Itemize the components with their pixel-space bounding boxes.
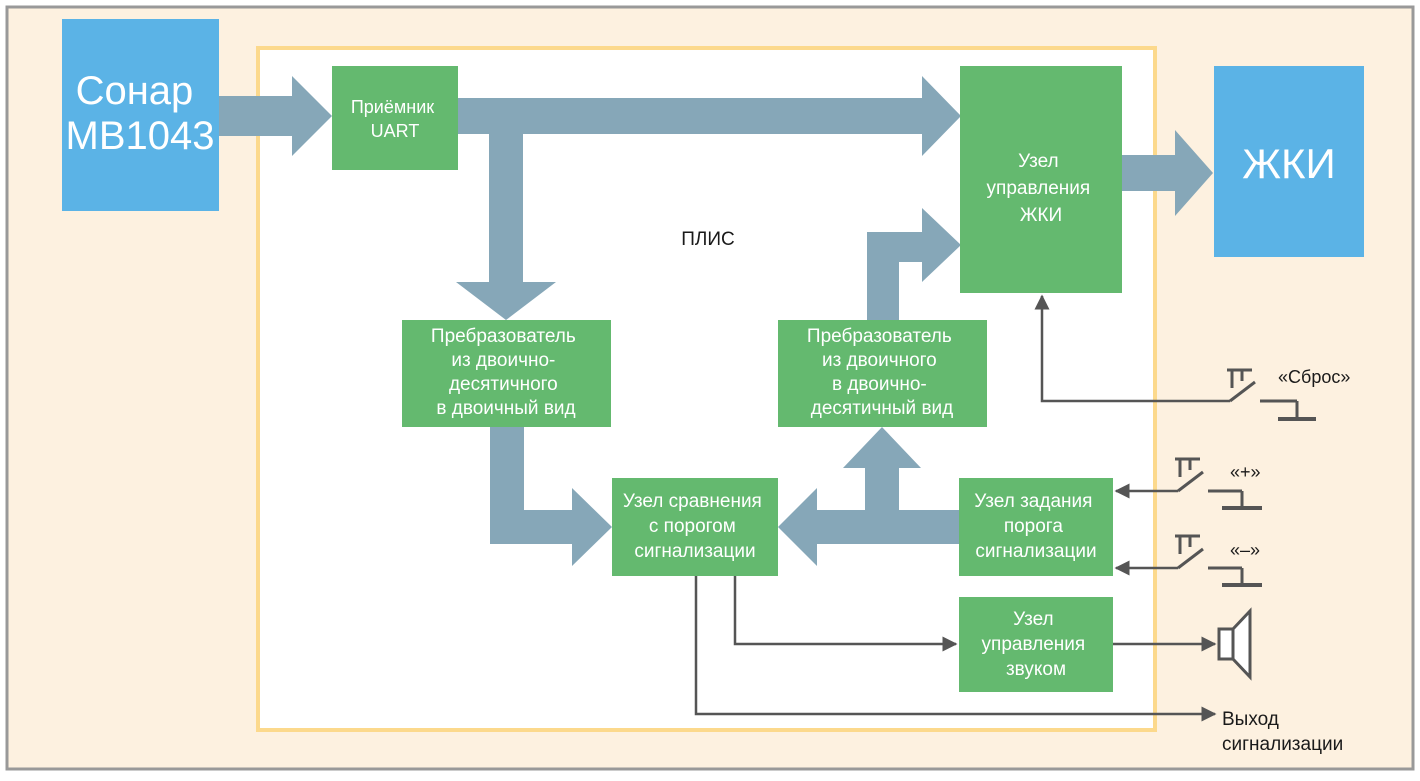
plus-button-label: «+» xyxy=(1230,462,1261,482)
alarm-output-label: Выход сигнализации xyxy=(1222,709,1343,755)
bus-arrow-bin-converter-to-lcd-ctrl xyxy=(867,208,961,321)
reset-button-icon xyxy=(1227,368,1316,421)
sound-control-label: Узел управления звуком xyxy=(982,609,1091,680)
binary-to-bcd-converter-block xyxy=(778,320,987,427)
minus-button-label: «–» xyxy=(1230,540,1260,560)
bus-arrow-sonar-to-uart xyxy=(218,76,332,156)
comparator-block xyxy=(612,478,778,576)
bcd-to-binary-converter-block xyxy=(402,320,611,427)
reset-signal-line xyxy=(1034,294,1230,403)
reset-button-label: «Сброс» xyxy=(1278,367,1350,387)
binary-to-bcd-converter-label: Пребразователь из двоичного в двоично- д… xyxy=(807,326,957,419)
lcd-control-block xyxy=(960,66,1122,293)
sonar-block xyxy=(62,19,219,211)
comparator-label: Узел сравнения с порогом сигнализации xyxy=(623,491,767,562)
bus-arrow-lcd-ctrl-to-lcd xyxy=(1121,130,1213,216)
uart-receiver-label: Приёмник UART xyxy=(351,97,439,141)
lcd-label: ЖКИ xyxy=(1242,140,1335,187)
bus-arrow-uart-to-bcd-converter xyxy=(456,134,556,320)
bus-arrow-uart-to-lcd-ctrl xyxy=(458,76,961,156)
threshold-setting-block xyxy=(959,478,1113,576)
alarm-output-line xyxy=(694,576,1217,722)
lcd-control-label: Узел управления ЖКИ xyxy=(987,151,1096,226)
bus-arrow-threshold-to-bin-converter xyxy=(843,427,921,512)
speaker-icon xyxy=(1217,607,1252,681)
threshold-setting-label: Узел задания порога сигнализации xyxy=(974,491,1097,562)
sound-control-block xyxy=(959,597,1113,692)
signal-lines xyxy=(694,294,1230,722)
sonar-label: Сонар MB1043 xyxy=(66,69,215,158)
comparator-to-sound-line xyxy=(733,576,958,652)
lcd-block xyxy=(1214,66,1364,257)
bcd-to-binary-converter-label: Пребразователь из двоично- десятичного в… xyxy=(431,326,581,419)
plus-button-icon xyxy=(1175,457,1262,510)
bus-arrow-threshold-to-comparator xyxy=(778,488,959,566)
minus-button-icon xyxy=(1175,534,1262,587)
uart-receiver-block xyxy=(332,66,458,170)
bus-arrow-bcd-converter-to-comparator xyxy=(490,427,612,566)
fpga-label: ПЛИС xyxy=(681,229,735,250)
bus-arrows xyxy=(218,76,1213,566)
